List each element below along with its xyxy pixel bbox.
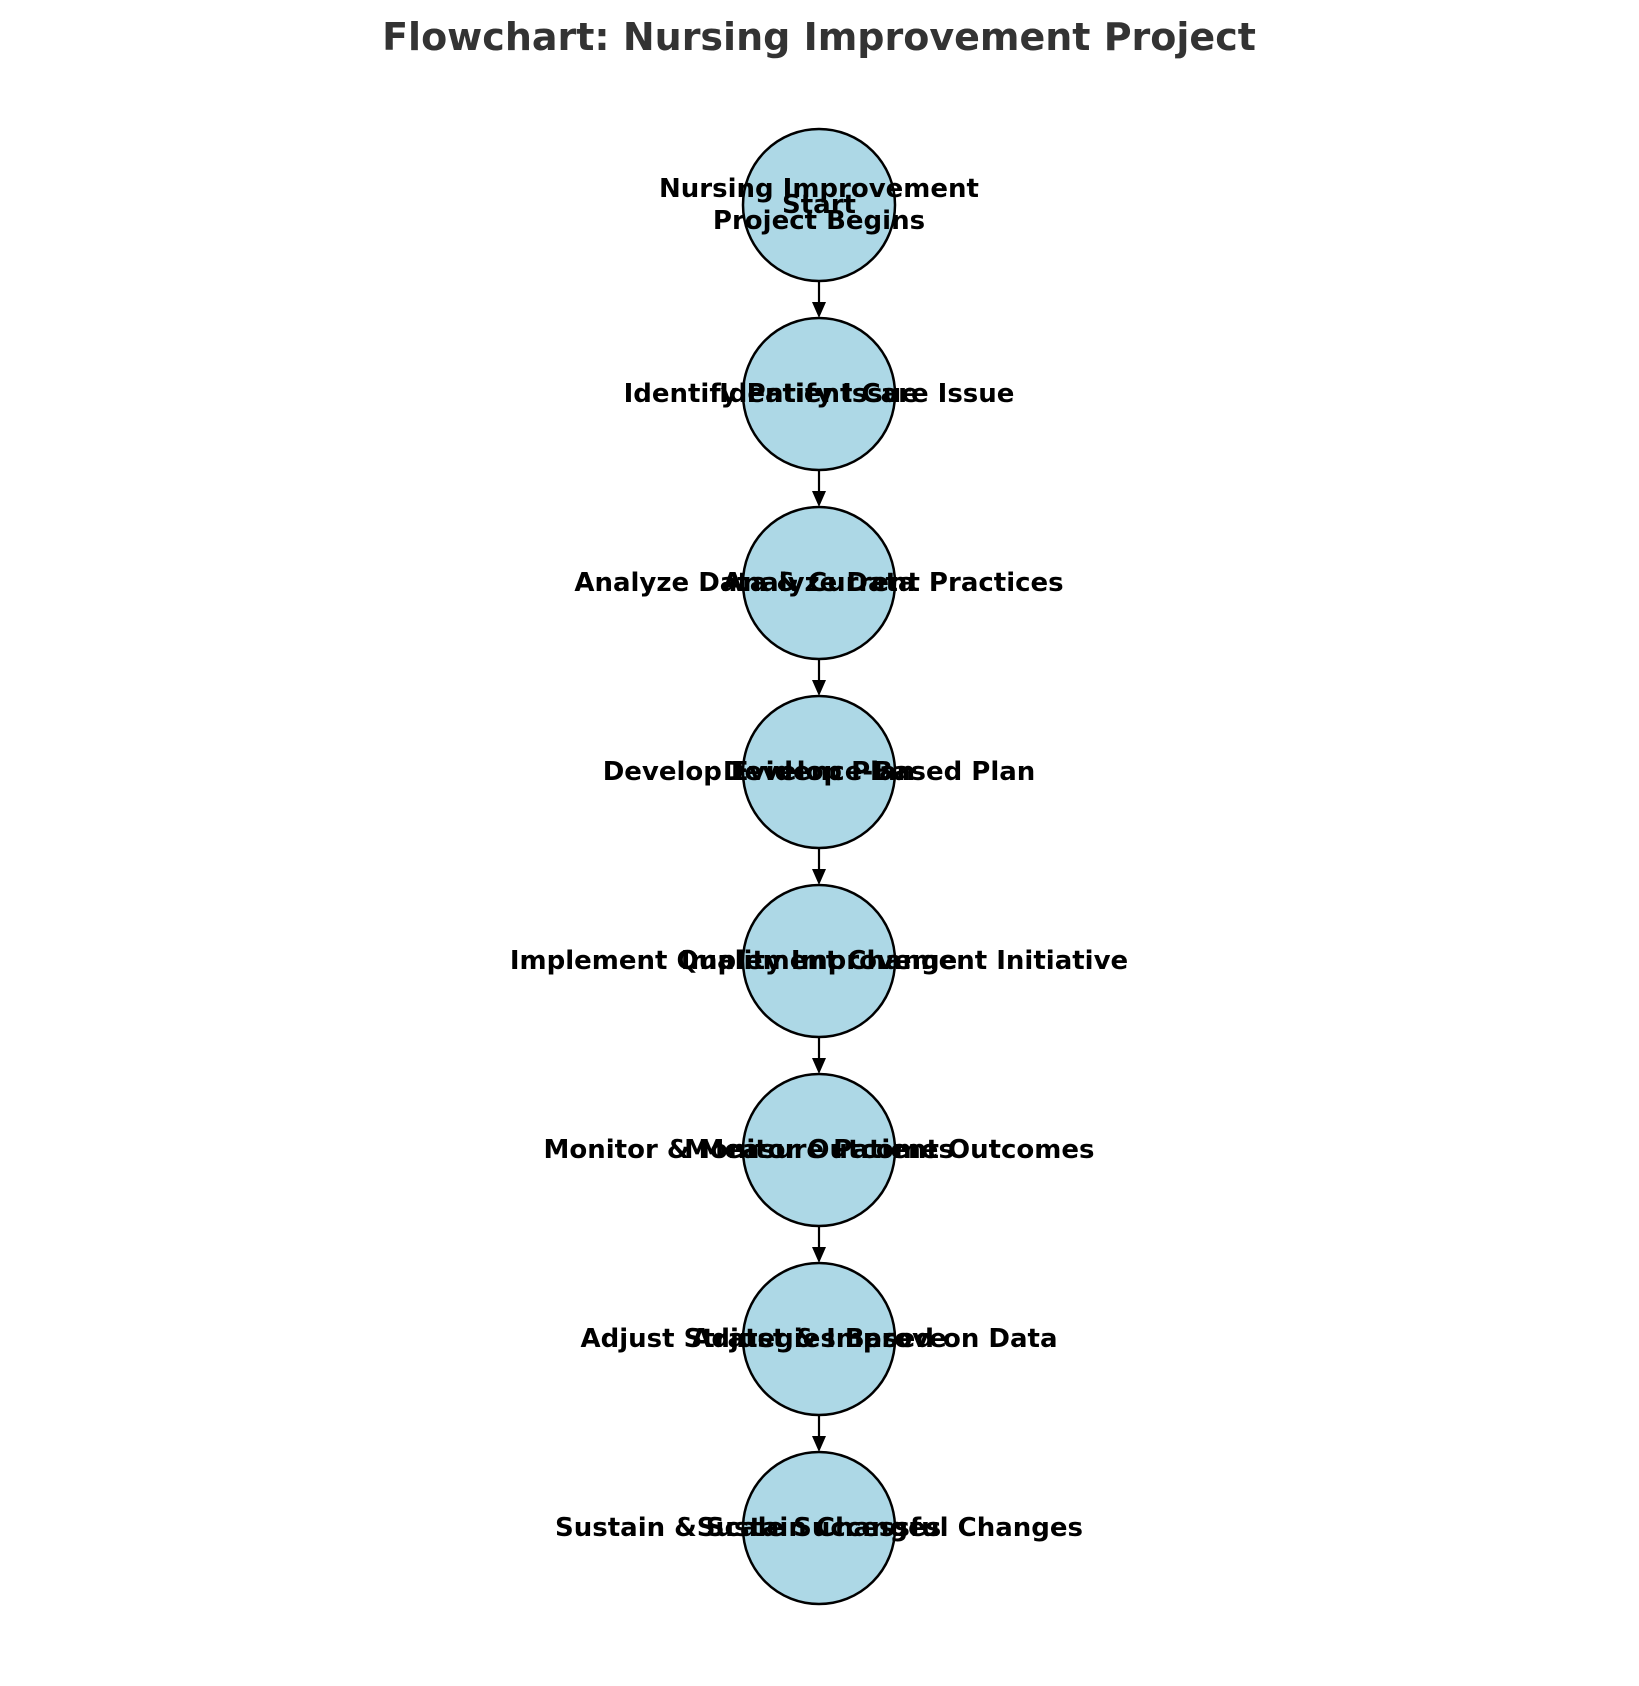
- flow-arrow-develop_plan-to-implement_change: [812, 848, 826, 885]
- node-description-start: Nursing Improvement: [659, 174, 979, 204]
- flow-node-analyze_data: Analyze Data & Current PracticesAnalyze …: [574, 505, 1064, 661]
- flow-node-sustain_changes: Sustain & Scale Successful ChangesSustai…: [555, 1450, 1083, 1606]
- node-description-develop_plan: Develop Evidence-Based Plan: [603, 757, 1036, 787]
- node-label-analyze_data: Analyze Data: [723, 568, 916, 598]
- node-circle-start: [741, 127, 897, 283]
- flow-arrow-monitor_outcomes-to-adjust_improve: [812, 1226, 826, 1263]
- flow-arrow-identify_issue-to-analyze_data: [812, 470, 826, 507]
- flow-arrow-start-to-identify_issue: [812, 281, 826, 318]
- node-description-adjust_improve: Adjust Strategies Based on Data: [580, 1324, 1057, 1354]
- flow-node-monitor_outcomes: Monitor & Measure Patient OutcomesMonito…: [544, 1072, 1095, 1228]
- node-description-monitor_outcomes: Monitor & Measure Patient Outcomes: [544, 1135, 1095, 1165]
- arrowhead: [812, 869, 826, 885]
- diagram-title: Flowchart: Nursing Improvement Project: [382, 15, 1256, 59]
- arrowhead: [812, 1058, 826, 1074]
- arrowhead: [812, 680, 826, 696]
- arrowhead: [812, 1247, 826, 1263]
- flow-arrow-analyze_data-to-develop_plan: [812, 659, 826, 696]
- node-circle-develop_plan: [741, 694, 897, 850]
- arrowhead: [812, 491, 826, 507]
- node-description-start: Project Begins: [713, 206, 925, 236]
- node-circle-analyze_data: [741, 505, 897, 661]
- node-label-identify_issue: Identify Issue: [719, 379, 919, 409]
- node-label-implement_change: Implement Change: [681, 946, 958, 976]
- node-description-identify_issue: Identify Patient Care Issue: [624, 379, 1015, 409]
- node-circle-adjust_improve: [741, 1261, 897, 1417]
- node-description-sustain_changes: Sustain & Scale Successful Changes: [555, 1513, 1083, 1543]
- node-label-start: Start: [782, 190, 856, 220]
- edges-layer: [812, 281, 826, 1452]
- arrowhead: [812, 302, 826, 318]
- node-circle-implement_change: [741, 883, 897, 1039]
- flow-arrow-implement_change-to-monitor_outcomes: [812, 1037, 826, 1074]
- node-circle-sustain_changes: [741, 1450, 897, 1606]
- node-circle-identify_issue: [741, 316, 897, 472]
- node-label-monitor_outcomes: Monitor Outcomes: [684, 1135, 954, 1165]
- node-label-sustain_changes: Sustain Changes: [697, 1513, 942, 1543]
- node-label-develop_plan: Develop Plan: [723, 757, 915, 787]
- arrowhead: [812, 1436, 826, 1452]
- node-circle-monitor_outcomes: [741, 1072, 897, 1228]
- node-label-adjust_improve: Adjust & Improve: [691, 1324, 946, 1354]
- flow-arrow-adjust_improve-to-sustain_changes: [812, 1415, 826, 1452]
- node-description-analyze_data: Analyze Data & Current Practices: [574, 568, 1063, 598]
- flow-node-implement_change: Implement Quality Improvement Initiative…: [510, 883, 1128, 1039]
- node-description-implement_change: Implement Quality Improvement Initiative: [510, 946, 1128, 976]
